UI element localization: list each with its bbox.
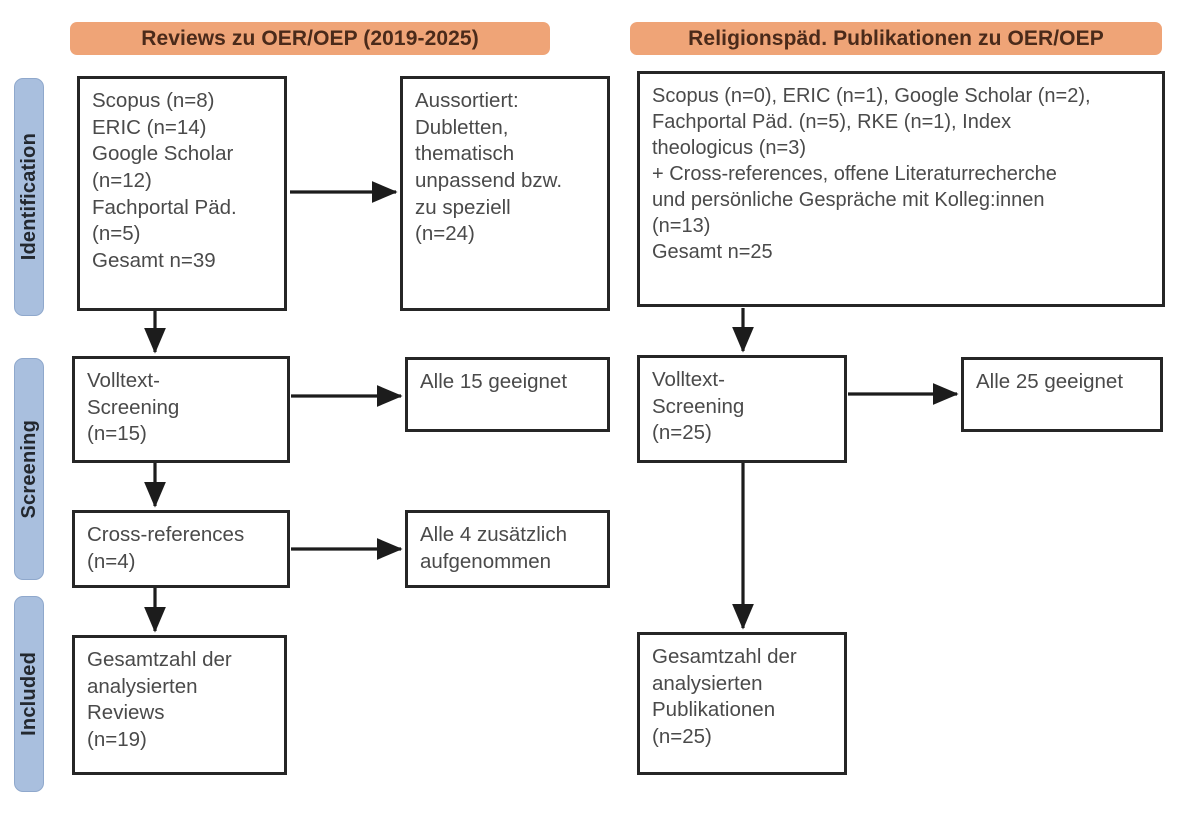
node-right-fulltext-screening: Volltext- Screening (n=25) <box>637 355 847 463</box>
node-left-included-total: Gesamtzahl der analysierten Reviews (n=1… <box>72 635 287 775</box>
stage-label-screening-text: Screening <box>17 419 40 519</box>
stage-label-included: Included <box>14 596 44 792</box>
node-left-cross-references: Cross-references (n=4) <box>72 510 290 588</box>
node-left-all-added: Alle 4 zusätzlich aufgenommen <box>405 510 610 588</box>
stage-label-identification-text: Identification <box>17 133 40 261</box>
column-header-right: Religionspäd. Publikationen zu OER/OEP <box>630 22 1162 55</box>
stage-label-identification: Identification <box>14 78 44 316</box>
stage-label-included-text: Included <box>17 652 40 736</box>
node-right-all-eligible: Alle 25 geeignet <box>961 357 1163 432</box>
node-left-excluded: Aussortiert: Dubletten, thematisch unpas… <box>400 76 610 311</box>
node-right-included-total: Gesamtzahl der analysierten Publikatione… <box>637 632 847 775</box>
node-right-identification-sources: Scopus (n=0), ERIC (n=1), Google Scholar… <box>637 71 1165 307</box>
node-left-identification-sources: Scopus (n=8) ERIC (n=14) Google Scholar … <box>77 76 287 311</box>
stage-label-screening: Screening <box>14 358 44 580</box>
column-header-left: Reviews zu OER/OEP (2019-2025) <box>70 22 550 55</box>
node-left-all-eligible: Alle 15 geeignet <box>405 357 610 432</box>
node-left-fulltext-screening: Volltext- Screening (n=15) <box>72 356 290 463</box>
